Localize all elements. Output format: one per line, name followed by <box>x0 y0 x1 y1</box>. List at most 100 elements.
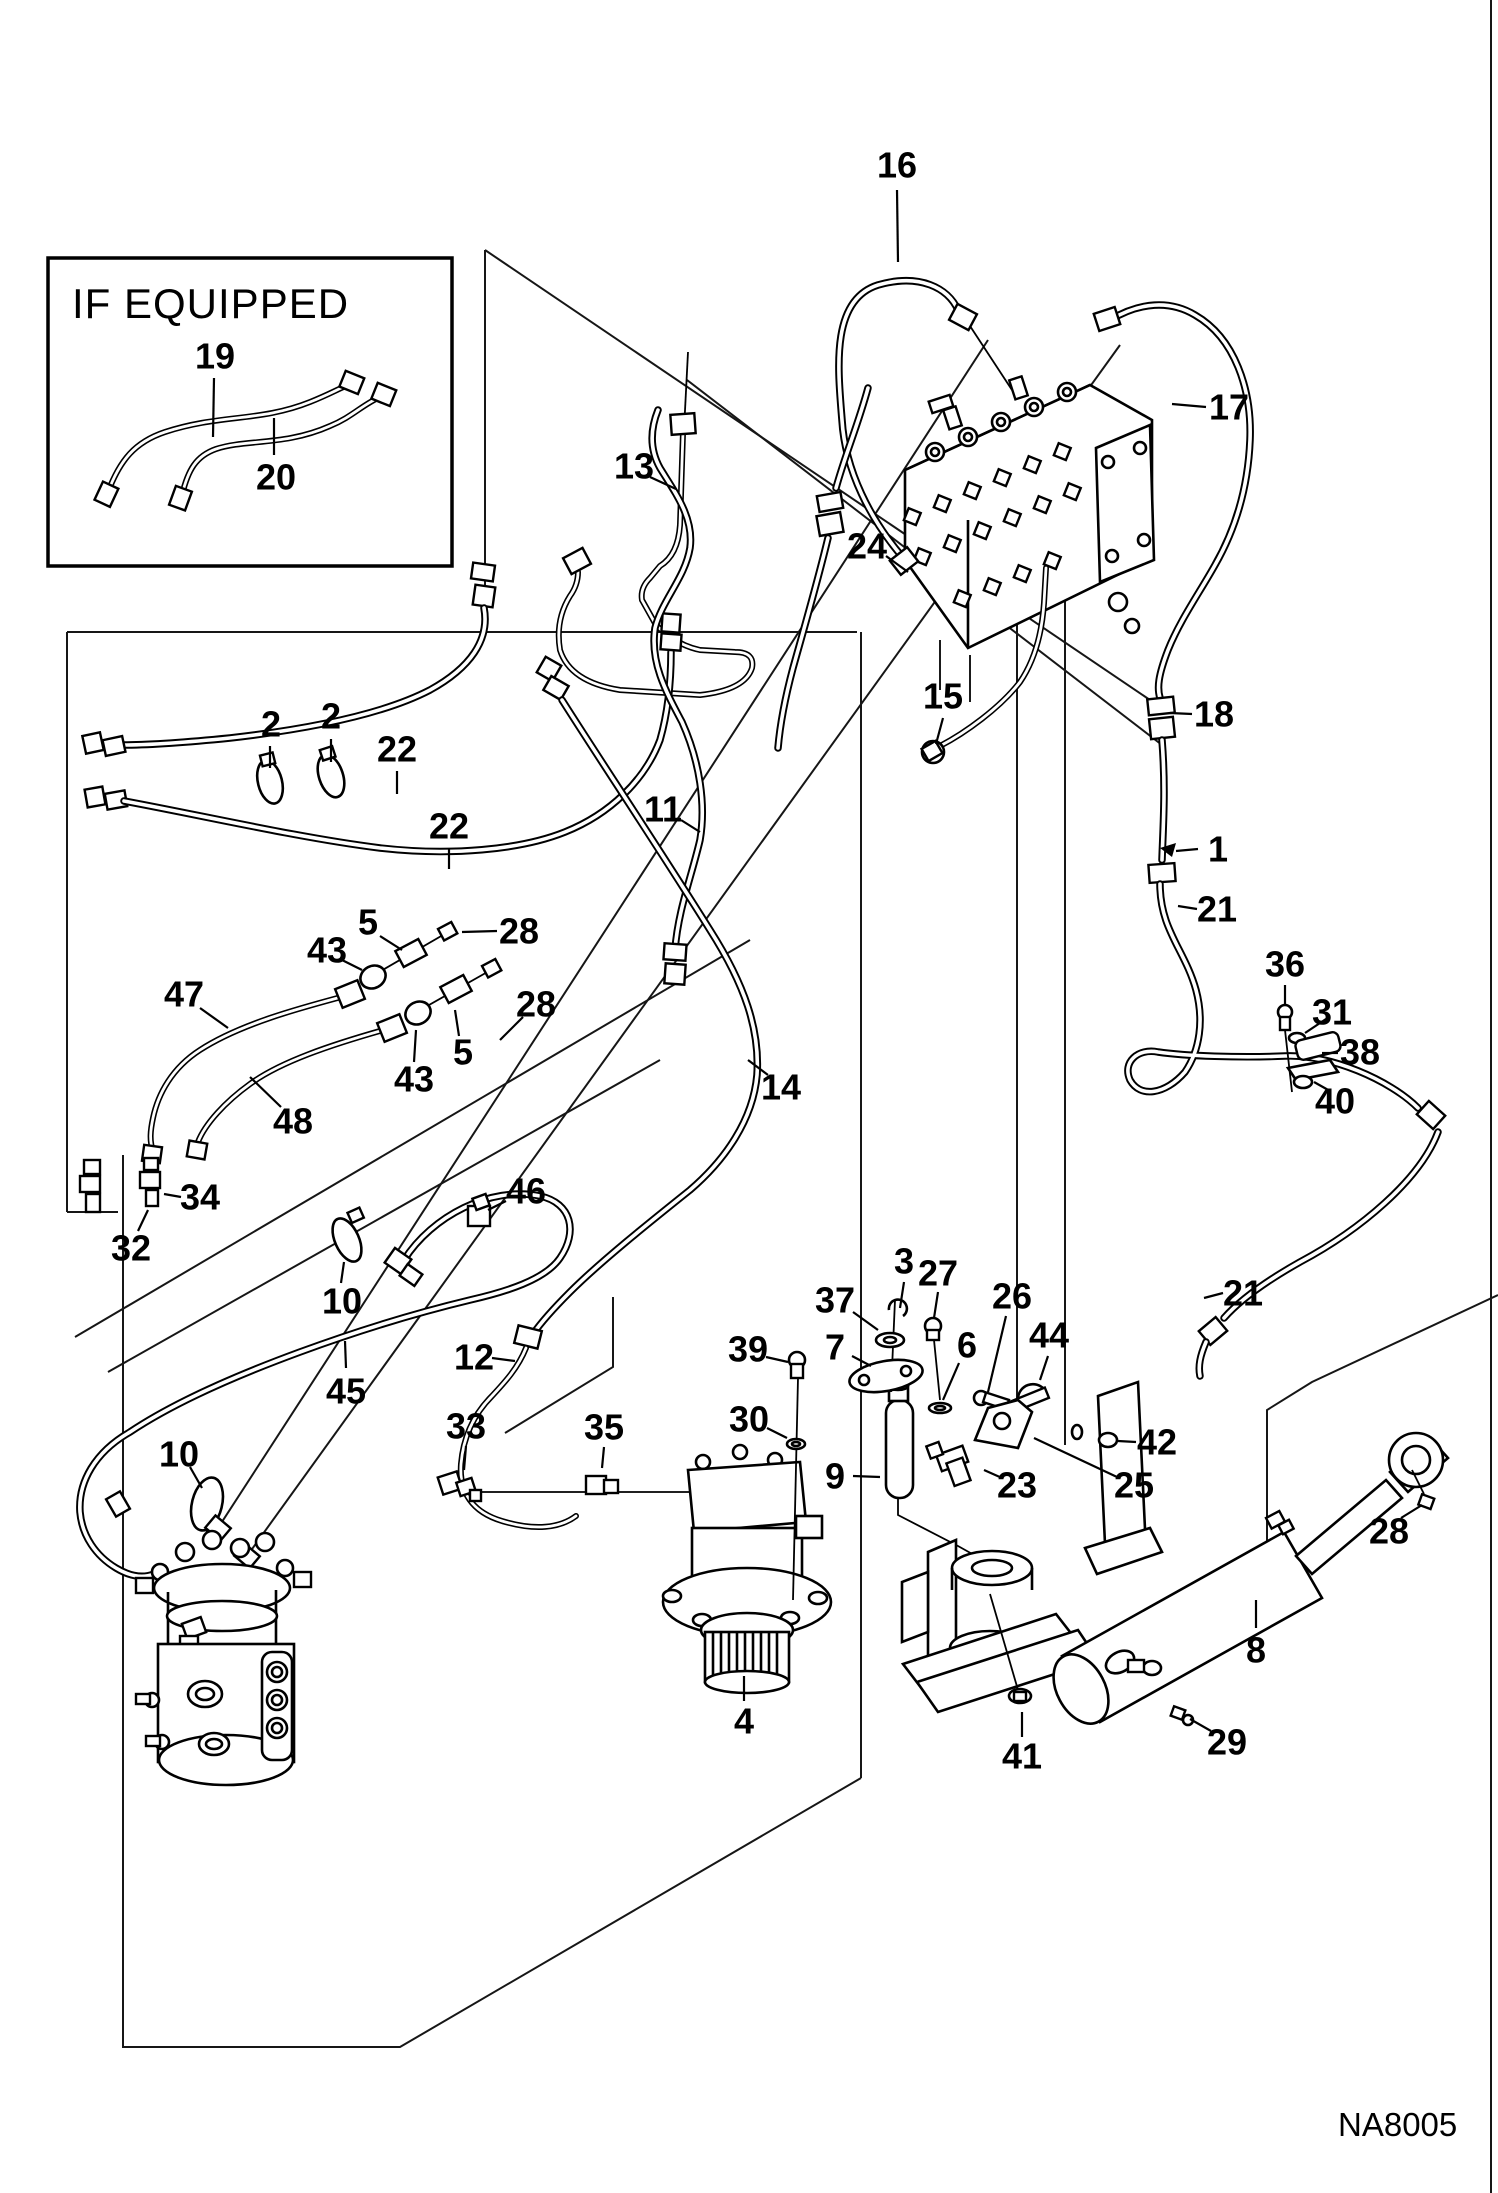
if-equipped-label: IF EQUIPPED <box>72 280 349 327</box>
callout-42: 42 <box>1137 1422 1177 1463</box>
callout-40: 40 <box>1315 1081 1355 1122</box>
callout-leader-28 <box>1400 1504 1423 1519</box>
callout-13: 13 <box>614 446 654 487</box>
callout-16: 16 <box>877 145 917 186</box>
callout-7: 7 <box>825 1327 845 1368</box>
valve-port-fittings <box>902 441 1141 702</box>
hose-17 <box>1092 301 1254 702</box>
fitting-35 <box>584 1474 620 1496</box>
hose-11 <box>648 406 706 986</box>
callout-leader-48 <box>249 1076 282 1108</box>
callout-11: 11 <box>644 789 682 830</box>
callout-leader-37 <box>852 1311 879 1331</box>
callout-leader-24 <box>885 555 909 573</box>
callout-leader-10 <box>189 1466 203 1489</box>
callout-28: 28 <box>1369 1511 1409 1552</box>
callout-18: 18 <box>1194 694 1234 735</box>
cylinder-8 <box>1052 1431 1450 1727</box>
callout-leader-30 <box>766 1427 788 1439</box>
hose-45 <box>76 1190 574 1580</box>
clip-46 <box>466 1192 492 1228</box>
tube-20 <box>167 381 398 513</box>
callout-15: 15 <box>923 676 963 717</box>
callout-33: 33 <box>446 1406 486 1447</box>
callout-leader-16 <box>895 189 900 263</box>
tube-13 <box>555 351 756 699</box>
callout-39: 39 <box>728 1329 768 1370</box>
marker-1-arrow <box>1160 843 1176 857</box>
callout-8: 8 <box>1246 1630 1266 1671</box>
callout-leader-40 <box>1313 1081 1331 1092</box>
callout-32: 32 <box>111 1228 151 1269</box>
callout-3: 3 <box>894 1241 914 1282</box>
hardware-39-30 <box>785 1350 807 1601</box>
callout-1: 1 <box>1208 829 1228 870</box>
callout-43: 43 <box>307 930 347 971</box>
tee-fitting-23 <box>924 1440 973 1488</box>
callout-leader-15 <box>934 717 945 745</box>
callout-leader-23 <box>983 1468 1003 1480</box>
callout-leader-45 <box>343 1340 348 1369</box>
tube-47 <box>140 978 367 1165</box>
callout-leader-11 <box>680 819 701 833</box>
callout-leader-1 <box>1175 847 1199 853</box>
callout-38: 38 <box>1340 1032 1380 1073</box>
callout-22: 22 <box>377 729 417 770</box>
callout-10: 10 <box>322 1281 362 1322</box>
callout-9: 9 <box>825 1456 845 1497</box>
callout-leader-28 <box>499 1016 524 1041</box>
callout-leader-25 <box>1033 1437 1118 1478</box>
callout-5: 5 <box>453 1032 473 1073</box>
callout-41: 41 <box>1002 1736 1042 1777</box>
callout-leader-47 <box>199 1007 229 1029</box>
callout-6: 6 <box>957 1325 977 1366</box>
callout-48: 48 <box>273 1101 313 1142</box>
callout-36: 36 <box>1265 944 1305 985</box>
callout-leader-21 <box>1177 904 1198 911</box>
callout-leader-46 <box>487 1200 507 1211</box>
hose-16 <box>835 277 1013 577</box>
fitting-5b-43b-28b <box>404 957 503 1026</box>
callout-leader-9 <box>852 1474 881 1479</box>
pedestal-bracket <box>900 1538 1101 1714</box>
callout-28: 28 <box>516 984 556 1025</box>
callout-14: 14 <box>761 1067 801 1108</box>
cable-tie-10-upper <box>331 1206 366 1263</box>
callout-10: 10 <box>159 1434 199 1475</box>
tube-48 <box>185 1012 409 1161</box>
callout-leader-7 <box>851 1355 872 1367</box>
callout-leader-5 <box>379 935 403 951</box>
callout-47: 47 <box>164 974 204 1015</box>
callout-leader-6 <box>941 1362 961 1401</box>
bracket-25 <box>973 1380 1164 1576</box>
callout-28: 28 <box>499 911 539 952</box>
hose-21 <box>1124 736 1447 1380</box>
fitting-33 <box>436 1469 483 1503</box>
callout-37: 37 <box>815 1280 855 1321</box>
reference-planes <box>66 249 1498 2048</box>
tube-15 <box>919 565 1049 765</box>
callout-leader-19 <box>211 377 216 438</box>
callout-leader-32 <box>137 1209 149 1232</box>
callout-22: 22 <box>429 806 469 847</box>
hose-24 <box>774 384 872 752</box>
callout-4: 4 <box>734 1701 754 1742</box>
callout-30: 30 <box>729 1399 769 1440</box>
callout-leader-34 <box>163 1192 182 1199</box>
if-equipped-box: IF EQUIPPED <box>46 256 454 568</box>
callout-leader-26 <box>986 1315 1008 1393</box>
callout-27: 27 <box>918 1253 958 1294</box>
callout-19: 19 <box>195 336 235 377</box>
swing-motor-gear <box>703 1630 791 1695</box>
fitting-34 <box>138 1156 162 1208</box>
callout-leader-33 <box>462 1445 468 1471</box>
cable-tie-2a <box>255 751 285 805</box>
callout-46: 46 <box>506 1171 546 1212</box>
callout-leader-31 <box>1304 1018 1327 1034</box>
swivel-joint <box>134 1513 313 1787</box>
callout-leader-43 <box>412 1029 418 1063</box>
callout-leader-3 <box>898 1281 906 1309</box>
control-valve-assembly <box>902 374 1156 702</box>
